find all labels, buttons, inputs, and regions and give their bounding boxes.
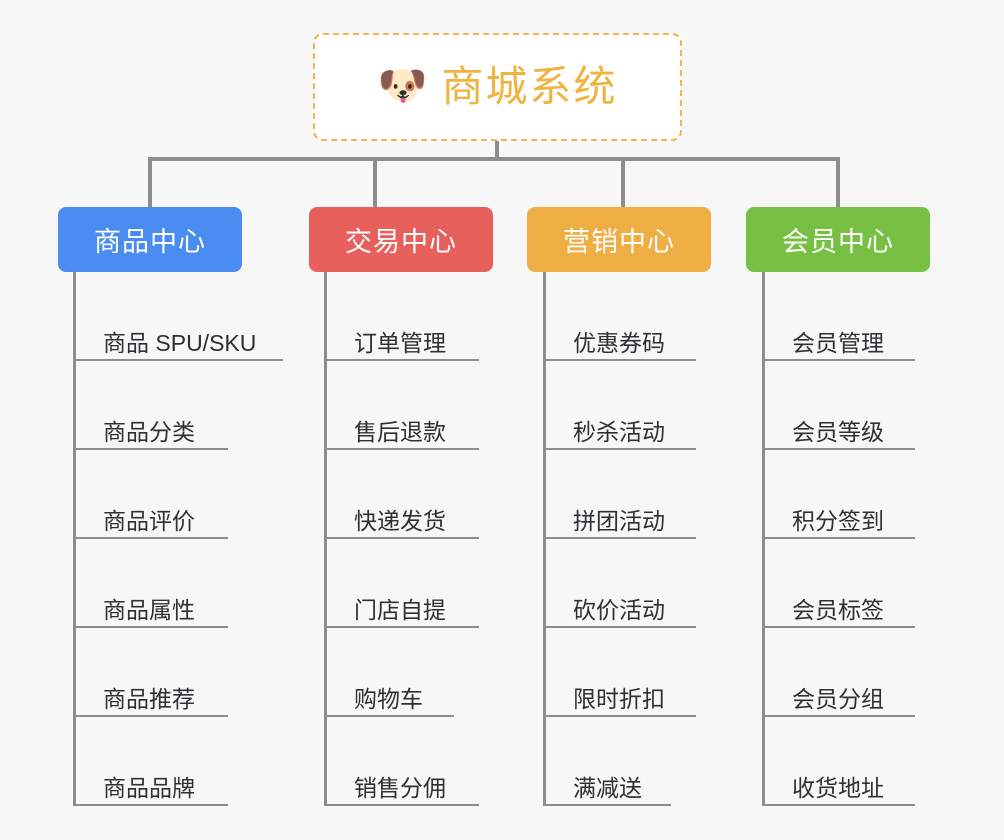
- category-box-trade-center[interactable]: 交易中心: [309, 207, 493, 272]
- leaf-underline: [73, 448, 228, 450]
- leaf-underline: [73, 715, 228, 717]
- leaf-label: 优惠券码: [573, 330, 665, 356]
- dog-face-icon: 🐶: [377, 64, 428, 108]
- leaf-underline: [324, 448, 479, 450]
- leaf-underline: [543, 359, 696, 361]
- leaf-label: 销售分佣: [354, 775, 446, 801]
- leaf-label: 会员等级: [792, 419, 884, 445]
- leaf-label: 快递发货: [354, 508, 446, 534]
- category-box-product-center[interactable]: 商品中心: [58, 207, 242, 272]
- category-label: 交易中心: [345, 227, 457, 257]
- leaf-label: 会员管理: [792, 330, 884, 356]
- leaf-label: 商品分类: [103, 419, 195, 445]
- leaf-label: 商品推荐: [103, 686, 195, 712]
- leaf-label: 拼团活动: [573, 508, 665, 534]
- root-title: 商城系统: [441, 63, 618, 110]
- root-node[interactable]: 🐶 商城系统: [313, 33, 682, 141]
- leaf-label: 商品属性: [103, 597, 195, 623]
- leaf-underline: [762, 537, 915, 539]
- leaf-label: 订单管理: [354, 330, 446, 356]
- branch-spine: [543, 272, 546, 806]
- branch-spine: [762, 272, 765, 806]
- leaf-label: 满减送: [573, 775, 642, 801]
- leaf-label: 购物车: [354, 686, 423, 712]
- leaf-underline: [762, 715, 915, 717]
- leaf-underline: [543, 537, 696, 539]
- leaf-underline: [762, 359, 915, 361]
- leaf-underline: [73, 359, 283, 361]
- leaf-underline: [324, 715, 454, 717]
- leaf-label: 积分签到: [792, 508, 884, 534]
- branch-spine: [73, 272, 76, 806]
- category-box-member-center[interactable]: 会员中心: [746, 207, 930, 272]
- leaf-underline: [324, 626, 479, 628]
- category-box-marketing-center[interactable]: 营销中心: [527, 207, 711, 272]
- category-label: 营销中心: [563, 227, 675, 257]
- leaf-underline: [762, 626, 915, 628]
- leaf-underline: [324, 359, 479, 361]
- leaf-label: 收货地址: [792, 775, 884, 801]
- leaf-label: 秒杀活动: [573, 419, 665, 445]
- leaf-underline: [324, 537, 479, 539]
- leaf-underline: [73, 626, 228, 628]
- category-label: 商品中心: [94, 227, 206, 257]
- leaf-label: 商品 SPU/SKU: [103, 330, 257, 356]
- leaf-underline: [762, 448, 915, 450]
- category-label: 会员中心: [782, 227, 894, 257]
- branch-spine: [324, 272, 327, 806]
- leaf-label: 门店自提: [354, 597, 446, 623]
- leaf-underline: [543, 626, 696, 628]
- leaf-underline: [324, 804, 479, 806]
- leaf-label: 商品品牌: [103, 775, 195, 801]
- leaf-underline: [543, 448, 696, 450]
- leaf-label: 商品评价: [103, 508, 195, 534]
- leaf-label: 限时折扣: [573, 686, 665, 712]
- leaf-label: 售后退款: [354, 419, 446, 445]
- leaf-underline: [543, 804, 671, 806]
- leaf-underline: [543, 715, 696, 717]
- leaf-label: 会员分组: [792, 686, 884, 712]
- leaf-underline: [762, 804, 915, 806]
- leaf-underline: [73, 537, 228, 539]
- leaf-label: 砍价活动: [573, 597, 665, 623]
- leaf-underline: [73, 804, 228, 806]
- leaf-label: 会员标签: [792, 597, 884, 623]
